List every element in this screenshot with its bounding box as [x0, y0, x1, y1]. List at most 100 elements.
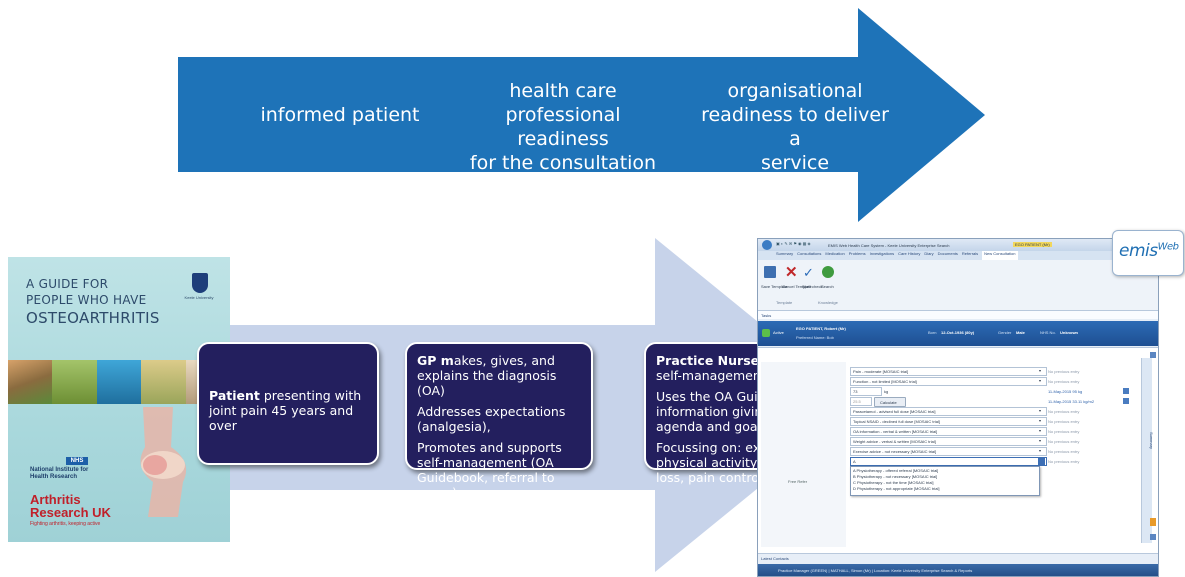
field-paracetamol[interactable]: Paracetamol - advised full dose [MOSAIC … — [850, 407, 1047, 416]
tasks-link[interactable]: Tasks — [761, 313, 772, 318]
emis-orb-icon — [762, 240, 772, 250]
weight-unit: kg — [884, 389, 889, 394]
search-label: Search — [821, 284, 834, 289]
chevron-down-icon: ▾ — [1039, 368, 1042, 373]
label-line: readiness to deliver a — [701, 104, 889, 150]
physio-dropdown-list: A Physiotherapy - offered referral [MOSA… — [850, 466, 1040, 496]
born-value: 12-Oct-1936 (80y) — [941, 330, 975, 335]
tab-medication[interactable]: Medication — [825, 251, 845, 256]
arrow-label-organisational-readiness: organisational readiness to deliver a se… — [695, 79, 895, 175]
tab-summary[interactable]: Summary — [776, 251, 794, 256]
nihr-line1: National Institute for — [30, 467, 89, 473]
prev-weight: 11-May-2015 95 kg — [1048, 389, 1083, 394]
calculate-button[interactable]: Calculate — [874, 397, 906, 407]
tab-diary[interactable]: Diary — [924, 251, 934, 256]
arrow-label-informed-patient: informed patient — [240, 103, 440, 127]
photo-swimmer — [96, 360, 142, 404]
label-line: health care — [509, 80, 617, 102]
field-physio-select[interactable]: A — [850, 457, 1047, 466]
dropdown-option[interactable]: A Physiotherapy - offered referral [MOSA… — [853, 468, 939, 473]
cancel-template-label: Cancel Template — [782, 284, 812, 289]
spell-check-label: Spell check — [802, 284, 823, 289]
emis-left-panel — [761, 362, 846, 547]
emis-web-logo: emisWeb — [1112, 230, 1184, 276]
tab-new-consultation[interactable]: New Consultation — [982, 251, 1018, 260]
prev-entry: No previous entry — [1048, 409, 1080, 414]
group-knowledge-label: Knowledge — [818, 300, 838, 305]
save-template-icon[interactable] — [764, 266, 776, 278]
dropdown-option[interactable]: D Physiotherapy - not appropriate [MOSAI… — [853, 486, 940, 491]
summary-side-tab-label: Summary — [1149, 431, 1155, 450]
scroll-down-icon[interactable] — [1150, 534, 1156, 540]
prev-entry: No previous entry — [1048, 459, 1080, 464]
prev-entry: No previous entry — [1048, 419, 1080, 424]
dropdown-option[interactable]: B Physiotherapy - not necessary [MOSAIC … — [853, 474, 938, 479]
nihr-logo-text: National Institute for Health Research — [30, 467, 100, 481]
gp-p2: Addresses expectations (analgesia), — [417, 404, 566, 434]
field-oa-info[interactable]: OA information - verbal & written [MOSAI… — [850, 427, 1047, 436]
patient-bold: Patient — [209, 388, 260, 403]
orange-marker-icon — [1150, 518, 1156, 526]
search-icon[interactable] — [822, 266, 834, 278]
chevron-down-icon: ▾ — [1039, 418, 1042, 423]
field-function[interactable]: Function - not limited [MOSAIC trial]▾ — [850, 377, 1047, 386]
emis-latest-contacts: Latest Contacts — [758, 553, 1158, 563]
label-line: informed patient — [260, 104, 420, 126]
patient-box: Patient presenting with joint pain 45 ye… — [197, 342, 379, 465]
emis-title-bar: ▣ ◐ ✎ ✉ ⚑ ◉ ▦ ◈ EMIS Web Health Care Sys… — [758, 239, 1158, 251]
gp-bold: GP m — [417, 353, 454, 368]
field-pain[interactable]: Pain - moderate [MOSAIC trial]▾ — [850, 367, 1047, 376]
spell-check-icon[interactable]: ✓ — [803, 265, 814, 280]
chevron-down-icon: ▾ — [1039, 408, 1042, 413]
field-weight[interactable]: 73 — [850, 387, 882, 396]
group-template-label: Template — [776, 300, 793, 305]
nurse-bold: Practice Nurse — [656, 353, 760, 368]
field-exercise[interactable]: Exercise advice - not necessary [MOSAIC … — [850, 447, 1047, 456]
chevron-down-icon: ▾ — [1039, 438, 1042, 443]
arrow-label-health-care-professional: health care professional readiness for t… — [463, 79, 663, 175]
dropdown-option[interactable]: C Physiotherapy - not the time [MOSAIC t… — [853, 480, 934, 485]
dropdown-button-icon[interactable] — [1038, 458, 1045, 465]
field-bmi[interactable]: 25.5 — [850, 397, 872, 406]
ar-line2: Research UK — [30, 505, 111, 520]
field-nsaid[interactable]: Topical NSAID - declined full dose [MOSA… — [850, 417, 1047, 426]
emis-logo-text: emisWeb — [1119, 241, 1179, 261]
field-value: Paracetamol - advised full dose [MOSAIC … — [853, 409, 936, 414]
gp-p3: Promotes and supports self-management (O… — [417, 440, 562, 500]
latest-contacts-label[interactable]: Latest Contacts — [761, 556, 789, 561]
expand-icon[interactable] — [1123, 398, 1129, 404]
photo-couple — [8, 360, 53, 404]
cancel-template-icon[interactable]: ✕ — [785, 264, 798, 281]
emis-logo-main: emis — [1119, 241, 1158, 261]
nhs-value: Unknown — [1060, 330, 1078, 335]
emis-web-screenshot: ▣ ◐ ✎ ✉ ⚑ ◉ ▦ ◈ EMIS Web Health Care Sys… — [757, 238, 1159, 577]
field-value: Function - not limited [MOSAIC trial] — [853, 379, 917, 384]
label-line: professional readiness — [505, 104, 621, 150]
patient-name[interactable]: EGO PATIENT, Robert (Mr) — [796, 326, 846, 331]
scroll-up-icon[interactable] — [1150, 352, 1156, 358]
photo-walkers — [141, 360, 186, 404]
field-weight-advice[interactable]: Weight advice - verbal & written [MOSAIC… — [850, 437, 1047, 446]
tab-consultations[interactable]: Consultations — [797, 251, 822, 256]
field-value: 73 — [853, 389, 858, 394]
tab-referrals[interactable]: Referrals — [961, 251, 979, 256]
status-text: Practice Manager (GREEN) | MATHALL, Simo… — [778, 568, 973, 573]
emis-window-title: EMIS Web Health Care System - Keele Univ… — [828, 243, 950, 248]
calculate-label: Calculate — [880, 400, 897, 405]
tab-care-history[interactable]: Care History — [898, 251, 921, 256]
summary-side-tab[interactable]: Summary — [1141, 358, 1155, 543]
gp-p1-text: akes, gives, and explains the diagnosis … — [417, 353, 557, 398]
emis-logo-sub: Web — [1157, 241, 1179, 253]
tab-problems[interactable]: Problems — [848, 251, 866, 256]
emis-status-bar: Practice Manager (GREEN) | MATHALL, Simo… — [758, 564, 1158, 576]
guide-title-line1: A GUIDE FOR — [26, 277, 109, 291]
patient-desc: presenting with joint pain 45 years and … — [209, 388, 362, 433]
emis-tasks-row: Tasks — [758, 311, 1158, 319]
prev-bmi: 11-May-2015 33.11 kg/m2 — [1048, 399, 1095, 404]
label-line: for the consultation — [469, 152, 657, 174]
prev-entry: No previous entry — [1048, 379, 1080, 384]
oa-guidebook-cover: A GUIDE FOR PEOPLE WHO HAVE OSTEOARTHRIT… — [8, 257, 230, 542]
tab-documents[interactable]: Documents — [937, 251, 958, 256]
expand-icon[interactable] — [1123, 388, 1129, 394]
tab-investigations[interactable]: Investigations — [869, 251, 895, 256]
